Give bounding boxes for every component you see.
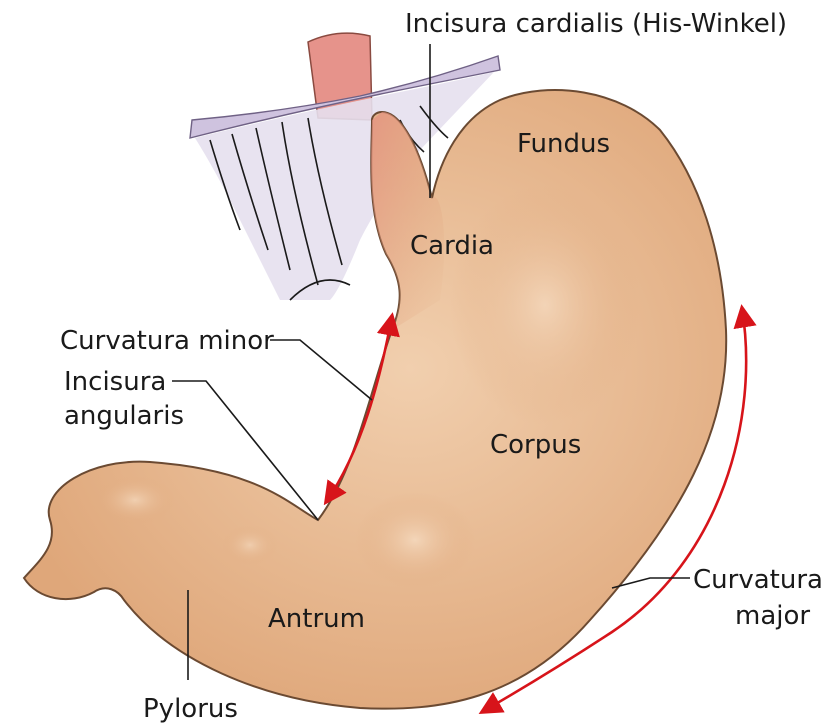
label-antrum: Antrum: [268, 604, 365, 634]
label-incisura-angularis-1: Incisura: [64, 367, 166, 397]
label-curvatura-major-2: major: [735, 601, 810, 631]
curvatura-minor-leader: [270, 340, 372, 400]
label-curvatura-major-1: Curvatura: [693, 565, 823, 595]
label-incisura-cardialis: Incisura cardialis (His-Winkel): [405, 9, 787, 39]
label-incisura-angularis-2: angularis: [64, 401, 184, 431]
label-curvatura-minor: Curvatura minor: [60, 326, 274, 356]
label-corpus: Corpus: [490, 430, 581, 460]
label-cardia: Cardia: [410, 231, 494, 261]
label-fundus: Fundus: [517, 129, 610, 159]
label-pylorus: Pylorus: [143, 694, 238, 724]
stomach: [24, 90, 726, 709]
